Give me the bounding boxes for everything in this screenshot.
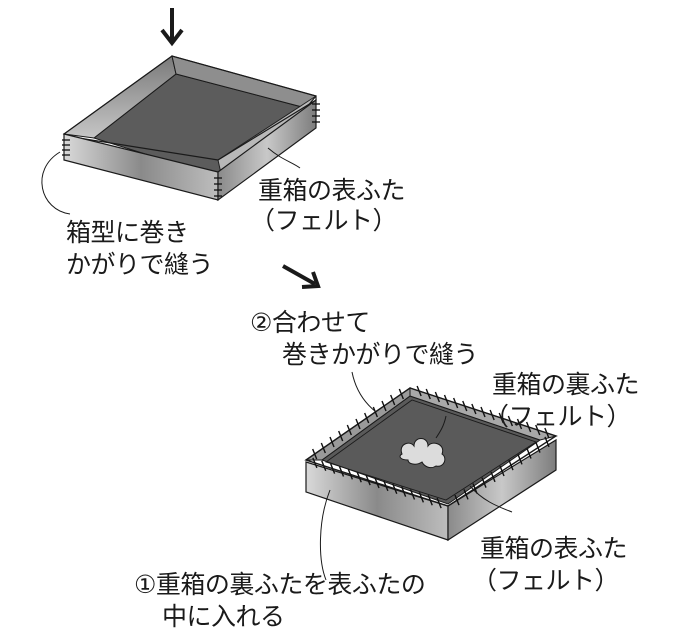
outer-lid-box-top: [62, 55, 320, 202]
label-outer-lid-top-material: （フェルト）: [250, 206, 398, 235]
stitch-mark: [452, 397, 459, 409]
stitch-mark: [434, 391, 441, 403]
stitch-mark: [425, 388, 431, 400]
stitch-mark: [329, 436, 335, 448]
stitch-mark: [347, 469, 354, 480]
stitch-mark: [480, 406, 486, 418]
stitch-mark: [374, 477, 380, 489]
stitch-mark: [525, 421, 532, 433]
stitch-mark: [535, 424, 541, 436]
stitch-mark: [535, 442, 541, 453]
stitch-mark: [416, 385, 422, 397]
stitch-mark: [544, 436, 550, 448]
stitch-mark: [320, 442, 326, 454]
leader-line-step2: [351, 371, 377, 413]
stitch-mark: [364, 412, 370, 424]
stitch-mark: [526, 448, 532, 459]
stitch-mark: [507, 415, 514, 427]
stitch-mark: [499, 465, 505, 477]
stitch-mark: [436, 497, 442, 509]
stitch-mark: [346, 424, 352, 436]
label-step1-2: 中に入れる: [162, 602, 285, 631]
stitch-mark: [544, 427, 550, 439]
stitch-mark: [498, 412, 504, 424]
stitch-mark: [490, 471, 496, 483]
stitch-mark: [409, 489, 416, 500]
outer-lid-box-bottom: [304, 387, 558, 542]
stitch-mark: [471, 403, 477, 415]
stitch-mark: [355, 418, 361, 430]
stitch-mark: [508, 459, 514, 471]
stitch-mark: [462, 400, 468, 412]
stitch-mark: [427, 494, 433, 506]
label-step2-1: ②合わせて: [250, 308, 370, 337]
stitch-mark: [418, 492, 425, 503]
stitch-mark: [517, 454, 523, 465]
stitch-mark: [392, 483, 398, 495]
stitch-mark: [338, 430, 344, 442]
diagonal-arrow-icon: [282, 264, 321, 289]
stitch-mark: [365, 474, 371, 486]
label-wrap-stitch-2: かがりで縫う: [66, 250, 214, 279]
label-outer-lid-bottom-material: （フェルト）: [472, 566, 620, 595]
leader-line-step1: [319, 489, 331, 581]
stitch-mark: [398, 388, 404, 400]
stitch-mark: [312, 457, 318, 469]
stitch-mark: [463, 489, 469, 500]
leader-line-outer-lid-bottom: [469, 485, 513, 513]
stitch-mark: [321, 460, 327, 472]
stitch-mark: [489, 409, 495, 421]
leader-line-outer-lid-top: [267, 147, 301, 169]
stitch-mark: [381, 400, 387, 412]
down-arrow-icon: [160, 8, 184, 47]
label-outer-lid-top: 重箱の表ふた: [258, 176, 406, 205]
stitch-mark: [443, 394, 450, 406]
stitch-mark: [516, 418, 523, 430]
stitch-mark: [356, 471, 362, 483]
label-step1-1: ①重箱の裏ふたを表ふたの: [134, 570, 426, 599]
stitch-mark: [390, 394, 396, 406]
leader-line-inner-lid: [435, 415, 447, 439]
stitch-mark: [400, 486, 407, 497]
stitch-mark: [338, 466, 345, 477]
label-inner-lid-material: （フェルト）: [484, 402, 632, 431]
stitch-mark: [454, 494, 460, 506]
leader-line-wrap-stitch: [41, 151, 71, 215]
stitch-mark: [383, 480, 389, 492]
label-outer-lid-bottom: 重箱の表ふた: [480, 534, 628, 563]
label-inner-lid: 重箱の裏ふた: [492, 370, 640, 399]
stitch-mark: [481, 477, 487, 488]
flower-motif-icon: [399, 438, 446, 469]
whip-stitches: [312, 385, 550, 509]
label-step2-2: 巻きかがりで縫う: [282, 340, 479, 369]
label-wrap-stitch-1: 箱型に巻き: [66, 218, 189, 247]
stitch-mark: [329, 463, 336, 474]
stitch-mark: [312, 448, 318, 460]
